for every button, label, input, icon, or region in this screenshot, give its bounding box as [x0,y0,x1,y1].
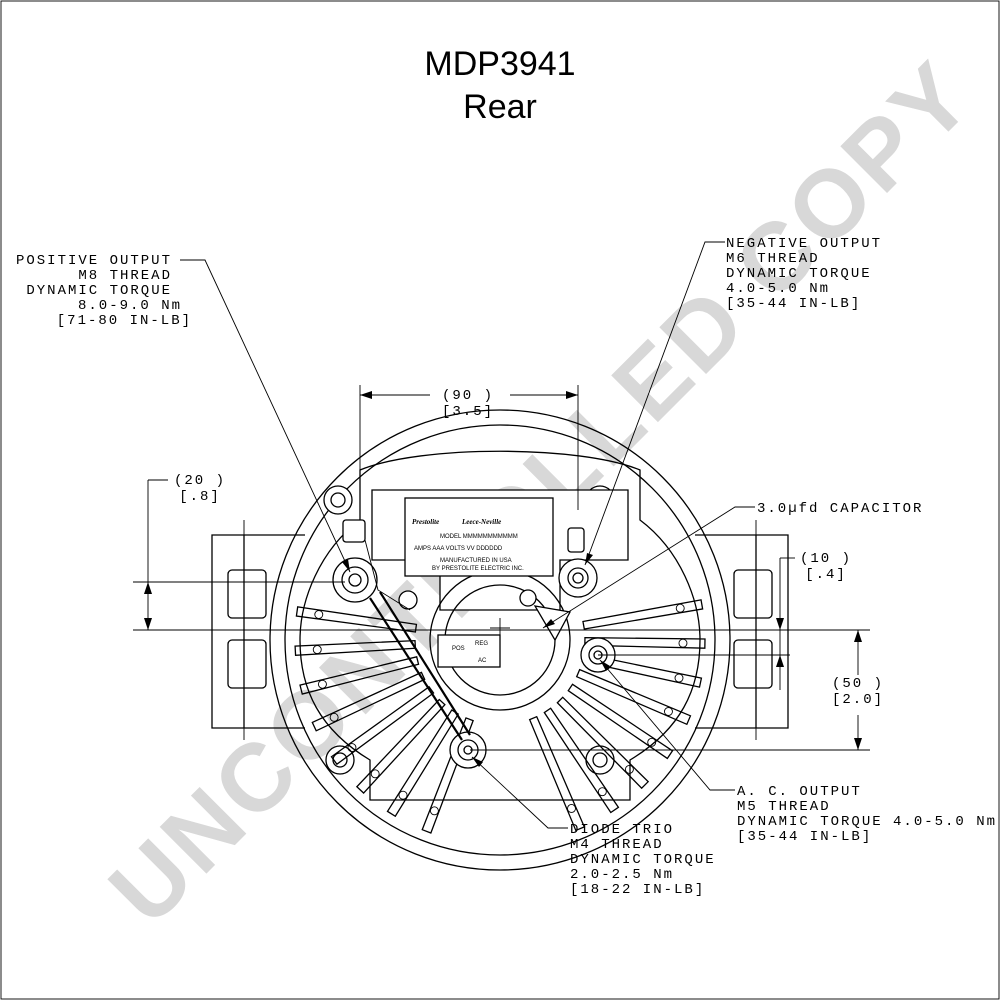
cooling-fin-slot [421,717,474,834]
dim-20-mm: (20 ) [174,473,226,489]
callout-ac-output: A. C. OUTPUT M5 THREAD DYNAMIC TORQUE 4.… [737,784,997,845]
svg-text:8.0-9.0 Nm: 8.0-9.0 Nm [78,298,182,314]
cooling-fin-slot [311,671,426,732]
cooling-fin-slot [330,685,435,766]
dimension-lines [133,385,870,751]
fin-rivet [567,804,576,813]
fin-rivet [624,764,634,774]
callout-negative-output: NEGATIVE OUTPUT M6 THREAD DYNAMIC TORQUE… [726,236,882,312]
svg-text:MODEL MMMMMMMMMMM: MODEL MMMMMMMMMMM [440,534,518,540]
terminal-label-plate [437,634,501,668]
fin-rivet [398,790,408,800]
negative-output-terminal [558,527,598,598]
cooling-fins [294,599,706,834]
svg-text:[71-80 IN-LB]: [71-80 IN-LB] [57,313,192,329]
fin-rivet [664,707,673,716]
dim-90-in: [3.5] [442,404,494,420]
fin-rivet [314,610,324,619]
cooling-fin-slot [294,639,417,657]
svg-text:Leece-Neville: Leece-Neville [461,518,501,526]
svg-text:DYNAMIC TORQUE: DYNAMIC TORQUE [26,283,172,299]
fin-rivet [429,806,439,816]
fin-rivet [312,645,322,655]
svg-text:POS: POS [452,646,465,652]
svg-text:BY PRESTOLITE ELECTRIC INC.: BY PRESTOLITE ELECTRIC INC. [432,566,524,572]
dim-50-in: [2.0] [832,692,884,708]
wire-strap [369,597,463,741]
housing-outline [299,450,701,801]
svg-text:[35-44 IN-LB]: [35-44 IN-LB] [726,296,861,312]
fin-rivet [370,769,380,779]
dim-90-mm: (90 ) [442,388,494,404]
drawing-title: MDP3941 [424,45,575,83]
fin-rivet [347,743,357,753]
svg-text:A. C. OUTPUT: A. C. OUTPUT [737,784,862,800]
fin-rivet [597,787,607,797]
svg-text:[35-44 IN-LB]: [35-44 IN-LB] [737,829,872,845]
cooling-fin-slot [567,683,674,760]
dim-10-mm: (10 ) [800,551,852,567]
svg-text:DYNAMIC TORQUE 4.0-5.0 Nm: DYNAMIC TORQUE 4.0-5.0 Nm [737,814,997,830]
svg-text:[18-22 IN-LB]: [18-22 IN-LB] [570,882,705,898]
fin-rivet [317,679,327,689]
cooling-fin-slot [528,715,586,832]
cooling-fin-slot [295,606,418,633]
svg-text:AC: AC [478,658,487,664]
svg-text:3.0µfd CAPACITOR: 3.0µfd CAPACITOR [757,501,923,517]
cooling-fin-slot [556,696,650,790]
svg-text:DIODE TRIO: DIODE TRIO [570,822,674,838]
cooling-fin-slot [582,599,704,630]
end-frame-circle [269,409,731,871]
svg-text:NEGATIVE OUTPUT: NEGATIVE OUTPUT [726,236,882,252]
svg-text:REG: REG [475,641,488,647]
svg-text:POSITIVE OUTPUT: POSITIVE OUTPUT [16,253,172,269]
dim-10-in: [.4] [805,567,847,583]
left-mount-ear [211,534,305,729]
fin-rivet [674,673,684,683]
drawing-subtitle: Rear [463,88,537,126]
positive-output-terminal [332,519,378,603]
leader-lines [180,241,755,829]
nameplate [404,497,554,577]
svg-text:DYNAMIC TORQUE: DYNAMIC TORQUE [570,852,716,868]
right-mount-ear [695,534,789,729]
callout-positive-output: POSITIVE OUTPUT M8 THREAD DYNAMIC TORQUE… [16,253,192,329]
svg-text:M4 THREAD: M4 THREAD [570,837,664,853]
dim-50-mm: (50 ) [832,676,884,692]
fin-rivet [675,603,685,613]
svg-text:4.0-5.0 Nm: 4.0-5.0 Nm [726,281,830,297]
fin-rivet [647,737,657,747]
fin-rivet [329,712,339,722]
svg-text:2.0-2.5 Nm: 2.0-2.5 Nm [570,867,674,883]
svg-text:M5 THREAD: M5 THREAD [737,799,831,815]
svg-text:Prestolite: Prestolite [412,518,439,526]
svg-text:AMPS AAA VOLTS VV DDDDDD: AMPS AAA VOLTS VV DDDDDD [414,546,503,552]
cooling-fin-slot [543,707,620,814]
cooling-fin-slot [355,698,446,794]
callout-capacitor: 3.0µfd CAPACITOR [757,501,923,517]
callout-diode-trio: DIODE TRIO M4 THREAD DYNAMIC TORQUE 2.0-… [570,822,716,898]
dimension-labels: (90 ) [3.5] (20 ) [.8] (10 ) [.4] (50 ) … [174,388,884,708]
cooling-fin-slot [584,637,706,649]
svg-text:DYNAMIC TORQUE: DYNAMIC TORQUE [726,266,872,282]
svg-text:M8 THREAD: M8 THREAD [78,268,172,284]
dim-20-in: [.8] [179,489,221,505]
fin-rivet [678,638,688,648]
cooling-fin-slot [575,668,692,726]
svg-text:M6 THREAD: M6 THREAD [726,251,820,267]
svg-text:MANUFACTURED IN USA: MANUFACTURED IN USA [440,558,512,564]
cooling-fin-slot [299,656,420,695]
